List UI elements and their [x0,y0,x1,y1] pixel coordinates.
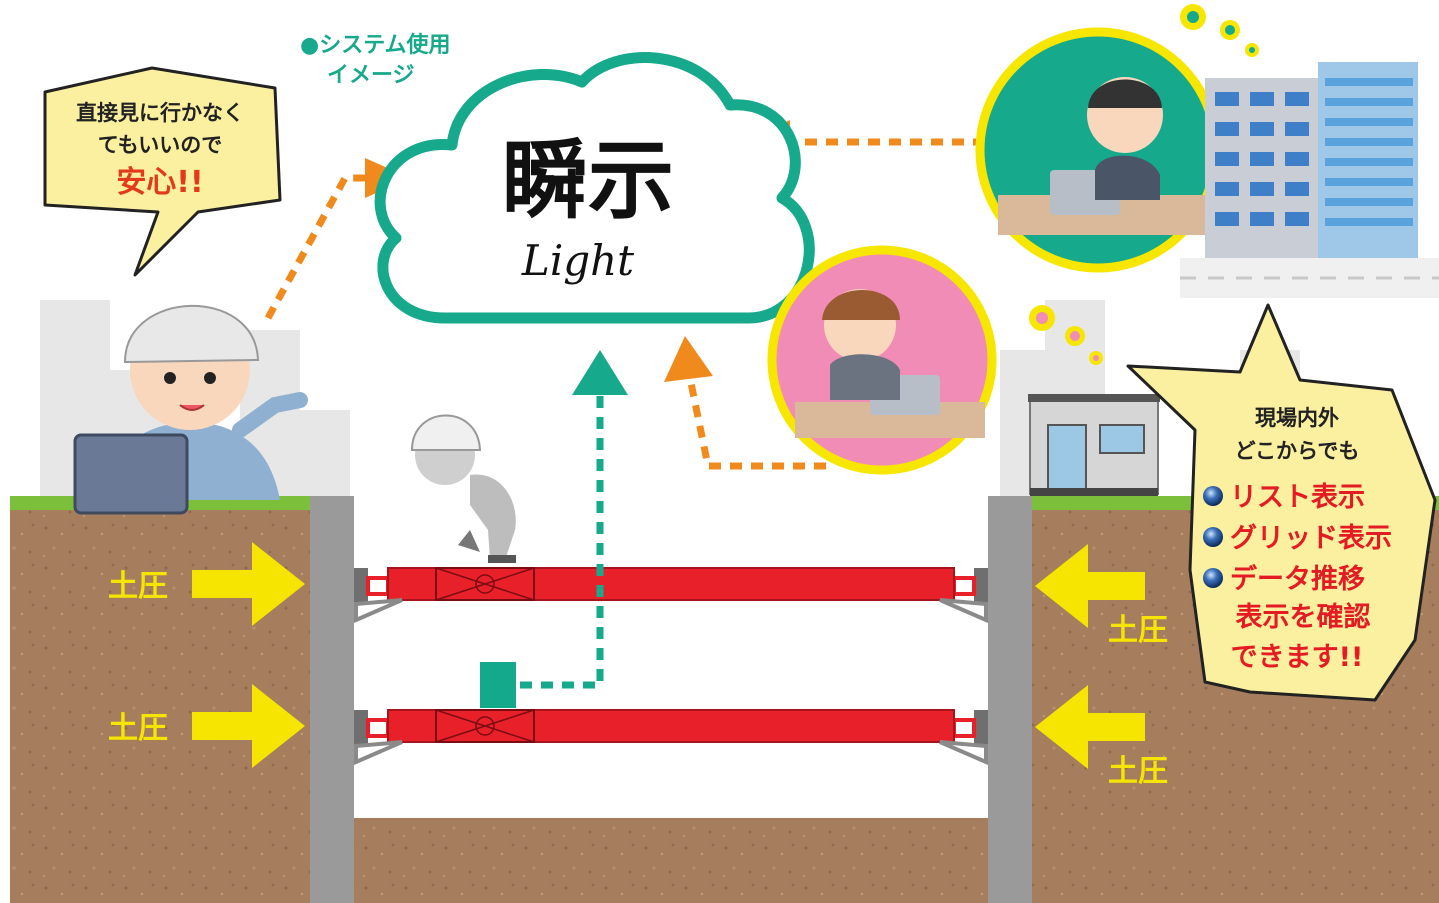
thought-bubble-dot [1036,312,1048,324]
blue-orb-icon [1203,486,1223,506]
worker-bubble-line-1: 直接見に行かなく [76,101,244,125]
office-speech-bubble [1126,303,1437,702]
retaining-walls [310,496,1032,903]
injured-worker-illustration [410,414,516,563]
thought-bubble-dot [1249,47,1255,53]
worker-bubble-highlight: 安心!! [116,165,203,200]
worker-bubble-line-2: てもいいので [98,133,223,157]
thought-bubble-dot [1070,331,1080,341]
office-bubble-line-1: 現場内外 [1255,406,1339,430]
blue-orb-icon [1203,527,1223,547]
sensor-cloud-link [520,350,628,689]
feature-grid-display: グリッド表示 [1230,522,1392,554]
thought-bubble-dot [1187,11,1199,23]
strut-lower [354,709,988,766]
brand-logo-main: 瞬示 [502,130,674,231]
office-bubble-line-4: できます!! [1231,642,1364,673]
office-man-circle [975,27,1221,273]
cloud-service [374,52,815,324]
earth-pressure-label: 土圧 [108,711,168,746]
earth-pressure-label: 土圧 [108,569,168,604]
strut-upper [354,567,988,624]
office-woman-circle [767,245,997,475]
feature-list-display: リスト表示 [1230,482,1365,513]
office-bubble-line-2: どこからでも [1235,439,1360,463]
orange-arrow-icon [664,336,713,382]
office-building [1180,62,1439,298]
worker-illustration [73,304,308,515]
caption-line-1: ●システム使用 [300,33,451,58]
brand-logo-sub: Light [521,236,634,285]
yellow-arrow-icon [192,542,1145,769]
worker-speech-bubble [43,66,282,277]
thought-bubble-dot [1225,25,1235,35]
site-office-hut [1028,394,1160,496]
earth-pressure-label: 土圧 [1108,754,1168,789]
orange-links [264,138,985,470]
caption-line-2: イメージ [327,63,415,88]
sensor-box [480,662,516,708]
blue-orb-icon [1203,568,1223,588]
feature-data-trend: データ推移 [1230,563,1365,595]
earth-pressure-label: 土圧 [1108,613,1168,648]
office-bubble-line-3: 表示を確認 [1236,601,1371,633]
thought-bubble-dot [1093,355,1099,361]
